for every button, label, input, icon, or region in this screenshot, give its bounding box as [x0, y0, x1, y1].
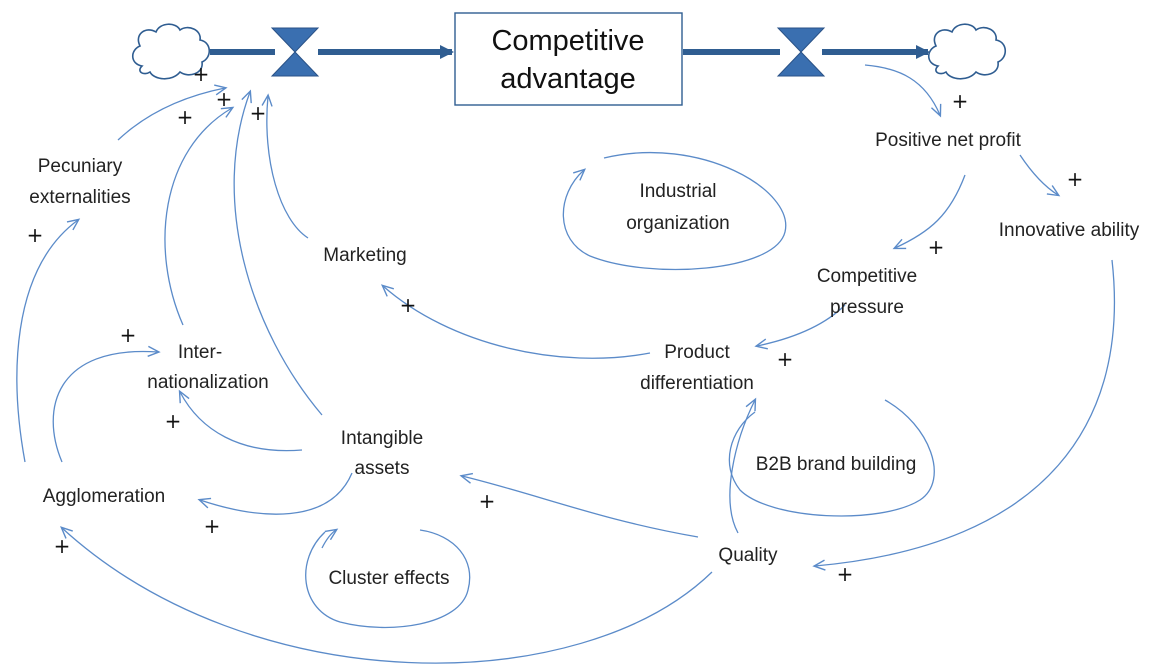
label-pecuniary-line1: Pecuniary [38, 156, 123, 177]
polarity-plus: + [54, 534, 71, 558]
source-cloud-icon [131, 23, 211, 80]
stock-title-line2: advantage [500, 63, 635, 95]
polarity-plus: + [479, 489, 496, 513]
label-industrial-line1: Industrial [639, 181, 716, 202]
link-quality-to-agglomeration [60, 526, 713, 664]
label-positive-net-profit: Positive net profit [875, 130, 1021, 151]
polarity-plus: + [193, 62, 210, 86]
label-intangible-line2: assets [355, 458, 410, 479]
outflow-valve-icon-lower [776, 51, 826, 77]
stock-title-line1: Competitive [491, 25, 644, 57]
polarity-plus: + [952, 89, 969, 113]
link-profit-to-pressure [892, 174, 966, 250]
label-quality: Quality [718, 545, 778, 566]
label-b2b-brand-building: B2B brand building [756, 454, 917, 475]
label-agglomeration: Agglomeration [43, 486, 166, 507]
sink-cloud-icon [927, 23, 1007, 80]
polarity-plus: + [27, 223, 44, 247]
link-marketing-to-inflow [261, 93, 309, 239]
link-quality-to-intangible [459, 472, 699, 538]
stock-box [454, 12, 683, 106]
outflow-valve-icon [776, 27, 826, 53]
polarity-plus: + [777, 347, 794, 371]
polarity-signs: + + + + + + + + + + + + + + + + [27, 62, 1084, 586]
inflow-valve-icon [270, 27, 320, 53]
polarity-plus: + [177, 105, 194, 129]
label-internationalization-line2: nationalization [147, 372, 268, 393]
polarity-plus: + [250, 101, 267, 125]
polarity-plus: + [400, 293, 417, 317]
link-quality-to-differentiation [729, 397, 757, 534]
loop-cluster-effects-arrow [321, 528, 339, 549]
link-outflow-to-profit [864, 64, 942, 118]
loop-cluster-effects [305, 529, 471, 629]
polarity-plus: + [216, 87, 233, 111]
polarity-plus: + [120, 323, 137, 347]
label-competitive-pressure-line2: pressure [830, 297, 904, 318]
link-pecuniary-to-inflow [117, 84, 228, 141]
polarity-plus: + [928, 235, 945, 259]
loop-b2b-brand-building [728, 399, 935, 517]
label-pecuniary-line2: externalities [29, 187, 130, 208]
label-marketing: Marketing [323, 245, 406, 266]
polarity-plus: + [1067, 167, 1084, 191]
polarity-plus: + [204, 514, 221, 538]
loop-industrial-organization [562, 152, 787, 271]
label-product-differentiation-line2: differentiation [640, 373, 754, 394]
link-innovative-to-quality [812, 259, 1116, 571]
label-competitive-pressure-line1: Competitive [817, 266, 917, 287]
label-internationalization-line1: Inter- [178, 342, 222, 363]
link-pressure-to-differentiation [754, 304, 846, 350]
link-agglomeration-to-inter [52, 345, 161, 463]
link-intangible-to-inter [178, 389, 303, 452]
link-intangible-to-inflow [233, 89, 323, 416]
label-cluster-effects: Cluster effects [328, 568, 449, 589]
inflow-valve-icon-lower [270, 51, 320, 77]
link-inter-to-inflow [164, 106, 235, 326]
link-differentiation-to-marketing [380, 284, 651, 359]
polarity-plus: + [165, 409, 182, 433]
link-agglomeration-to-pecuniary [16, 218, 81, 463]
label-innovative-ability: Innovative ability [999, 220, 1140, 241]
link-profit-to-innovative [1019, 154, 1061, 197]
polarity-plus: + [837, 562, 854, 586]
link-intangible-to-agglomeration [197, 472, 353, 515]
label-intangible-line1: Intangible [341, 428, 423, 449]
label-product-differentiation-line1: Product [664, 342, 730, 363]
label-industrial-line2: organization [626, 213, 730, 234]
